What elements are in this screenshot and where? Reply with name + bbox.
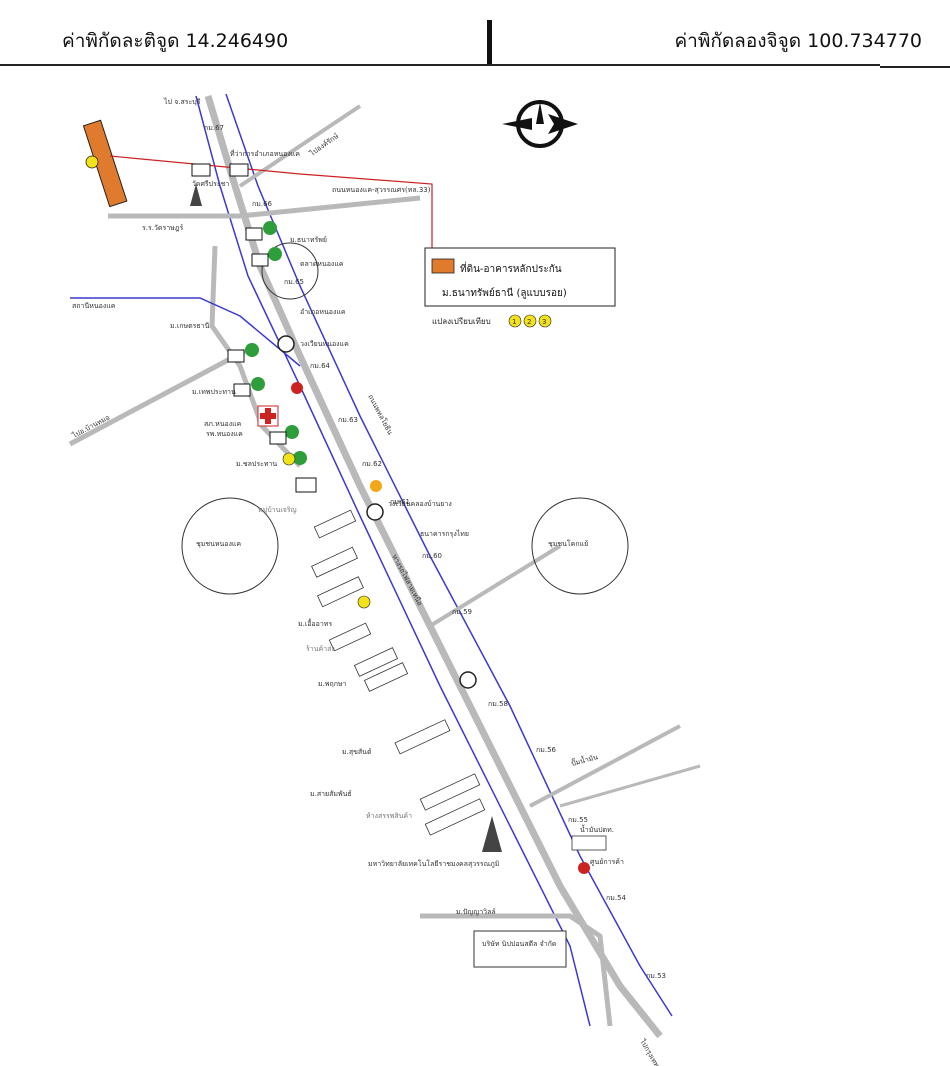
- subject-plot: [82, 119, 128, 208]
- km60-label: กม.60: [422, 552, 442, 560]
- km55-label: กม.55: [568, 816, 588, 824]
- legend-subtitle: ม.ธนาทรัพย์ธานี (ลูแบบรอย): [442, 287, 567, 299]
- coordinates-header: ค่าพิกัดละติจูด 14.246490 ค่าพิกัดลองจิจ…: [0, 0, 950, 68]
- km64-label: กม.64: [310, 362, 331, 370]
- village-7-label: ม.สุขสันต์: [342, 748, 372, 756]
- road-phahon-label: ถนนพหลโยธิน: [366, 393, 395, 436]
- district-label: อำเภอหนองแค: [300, 308, 346, 316]
- university-label: มหาวิทยาลัยเทคโนโลยีราชมงคลสุวรรณภูมิ: [368, 859, 499, 868]
- km66-label: กม.66: [252, 200, 273, 208]
- village-5-label: ม.เอื้ออาทร: [298, 617, 332, 628]
- km54-label: กม.54: [606, 894, 627, 902]
- roundabout-2: [366, 503, 384, 521]
- shop-4-label: ศูนย์การค้า: [590, 858, 624, 866]
- village-8-label: ม.สายสัมพันธ์: [310, 790, 352, 798]
- bank-label: ธนาคารกรุงไทย: [420, 529, 469, 538]
- highway-edge-east: [225, 93, 673, 1017]
- village-1-label: ม.ธนาทรัพย์: [290, 236, 327, 244]
- cross-road-south: [529, 724, 681, 808]
- header-rule-offset: [880, 66, 950, 68]
- km58-label: กม.58: [488, 700, 508, 708]
- community-circle-1: [181, 497, 279, 595]
- village-3-label: ม.เทพประทาน: [192, 388, 236, 396]
- school-label: ร.ร.วัดราษฎร์: [142, 224, 183, 232]
- village-blocks: [311, 509, 607, 851]
- to-ongkharak-label: ไปองค์รักษ์: [307, 131, 340, 158]
- route-number-3: 3: [542, 318, 546, 326]
- community-circle-2-label: ชุมชนโคกแย้: [548, 539, 588, 548]
- route-note: แปลงเปรียบเทียบ: [432, 317, 491, 326]
- district-circle: [261, 242, 319, 300]
- roundabout-2-label: วงเวียนหนองแค: [300, 340, 349, 348]
- header-rule: [0, 64, 880, 66]
- route-number-markers: 1 2 3: [508, 314, 552, 328]
- resort-label: ม.ปัญญาวิลล์: [456, 908, 496, 916]
- railway-line: [70, 297, 301, 367]
- shop-3-label: ห้างสรรพสินค้า: [366, 812, 412, 820]
- route-number-2: 2: [527, 318, 531, 326]
- village-6-label: ม.พฤกษา: [318, 680, 347, 688]
- km56-label: กม.56: [536, 746, 557, 754]
- temple-1-label: วัดศรีประชา: [192, 180, 229, 188]
- hospital-icon: [257, 405, 279, 427]
- community-circle-1-label: ชุมชนหนองแค: [196, 540, 241, 548]
- km67-label: กม.67: [204, 124, 224, 132]
- southern-spur: [420, 913, 613, 1027]
- km65-label: กม.65: [284, 278, 304, 286]
- building-icons: [191, 163, 317, 493]
- factory-box: [473, 930, 567, 968]
- gas-label: ปั๊มน้ำมัน: [570, 750, 599, 768]
- roundabout-1: [277, 335, 295, 353]
- roundabout-3: [459, 671, 477, 689]
- cross-road-north: [108, 195, 421, 219]
- road-sub-label: ถนนหนองแค-สุวรรณศร(ทล.33): [332, 186, 431, 194]
- km62-label: กม.62: [362, 460, 382, 468]
- shop-1-label: หมู่บ้านเจริญ: [258, 506, 297, 514]
- km59-label: กม.59: [452, 608, 472, 616]
- main-highway: [204, 94, 663, 1039]
- km53-label: กม.53: [646, 972, 666, 980]
- header-divider: [487, 20, 492, 64]
- market-label: ตลาดหนองแค: [300, 260, 344, 268]
- hospital-label: รพ.หนองแค: [206, 430, 243, 438]
- village-2-label: ม.เกษตรธานี: [170, 322, 210, 330]
- cross-road-west: [68, 348, 247, 447]
- latitude-label: ค่าพิกัดละติจูด 14.246490: [62, 30, 289, 52]
- km61-label: กม.61: [390, 498, 410, 506]
- temple-icon: [190, 184, 502, 852]
- railway-label: ทางรถไฟสายเหนือ: [390, 553, 425, 607]
- factory-label: บริษัท นิปปอนสตีล จำกัด: [482, 940, 556, 948]
- compass-icon: [502, 100, 578, 148]
- longitude-label: ค่าพิกัดลองจิจูด 100.734770: [674, 30, 922, 52]
- km63-label: กม.63: [338, 416, 358, 424]
- village-4-label: ม.ชลประทาน: [236, 460, 277, 468]
- to-bangkok-label: ไปกรุงเทพ: [638, 1037, 662, 1066]
- route-number-1: 1: [512, 318, 516, 326]
- to-saraburi-label: ไป จ.สระบุรี: [163, 97, 201, 106]
- police-label: สภ.หนองแค: [204, 420, 242, 428]
- water-label: น้ำมันปตท.: [580, 823, 614, 834]
- shop-2-label: ร้านค้าส่ง: [306, 645, 335, 653]
- tree-icons: [245, 221, 307, 465]
- location-map: ที่ดิน-อาคารหลักประกัน ม.ธนาทรัพย์ธานี (…: [68, 93, 701, 1066]
- gas-station-icons: [282, 382, 590, 874]
- roundabout-1-label: วงเวียนคลองบ้านยาง: [388, 500, 452, 508]
- community-circle-2: [531, 497, 629, 595]
- legend-box: ที่ดิน-อาคารหลักประกัน ม.ธนาทรัพย์ธานี (…: [424, 247, 616, 307]
- cross-road-mid: [428, 544, 562, 628]
- cross-road-upper: [238, 104, 362, 188]
- district-office-label: ที่ว่าการอำเภอหนองแค: [230, 149, 300, 158]
- legend-title: ที่ดิน-อาคารหลักประกัน: [460, 261, 562, 275]
- station-label: สถานีหนองแค: [72, 302, 116, 310]
- cross-road-se: [559, 764, 701, 808]
